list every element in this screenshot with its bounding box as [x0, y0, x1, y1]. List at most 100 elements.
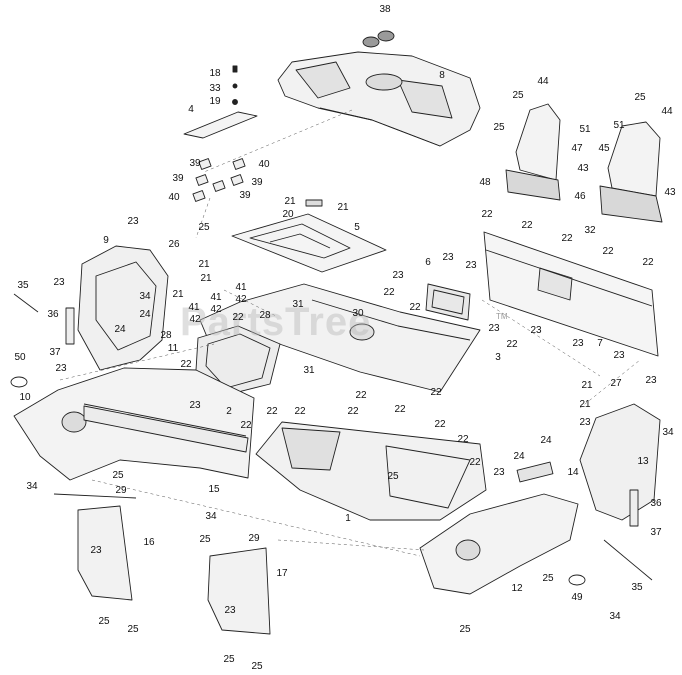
callout-23: 23: [127, 216, 139, 227]
watermark-trademark: TM: [496, 312, 508, 321]
console-panel: [231, 199, 387, 273]
callout-25: 25: [199, 534, 211, 545]
callout-22: 22: [232, 312, 244, 323]
callout-43: 43: [664, 187, 676, 198]
storage-tray: [195, 325, 281, 397]
callout-38: 38: [379, 4, 391, 15]
callout-22: 22: [481, 209, 493, 220]
seat-back-left: [505, 103, 561, 201]
callout-14: 14: [567, 467, 579, 478]
reflector-right: [629, 489, 639, 527]
callout-25: 25: [223, 654, 235, 665]
callout-22: 22: [430, 387, 442, 398]
callout-25: 25: [459, 624, 471, 635]
callout-22: 22: [394, 404, 406, 415]
floor-tunnel: [199, 283, 481, 393]
callout-43: 43: [577, 163, 589, 174]
step-plate: [516, 461, 554, 483]
callout-35: 35: [631, 582, 643, 593]
callout-25: 25: [493, 122, 505, 133]
reflector-left: [65, 307, 75, 345]
callout-23: 23: [488, 323, 500, 334]
watermark: PartsTree: [180, 300, 372, 344]
callout-34: 34: [139, 291, 151, 302]
callout-45: 45: [598, 143, 610, 154]
callout-49: 49: [571, 592, 583, 603]
callout-41: 41: [235, 282, 247, 293]
callout-28: 28: [160, 330, 172, 341]
callout-23: 23: [493, 467, 505, 478]
callout-22: 22: [521, 220, 533, 231]
callout-21: 21: [172, 289, 184, 300]
callout-25: 25: [98, 616, 110, 627]
callout-2: 2: [226, 406, 232, 417]
callout-23: 23: [392, 270, 404, 281]
callout-32: 32: [584, 225, 596, 236]
callout-22: 22: [347, 406, 359, 417]
callout-24: 24: [139, 309, 151, 320]
callout-22: 22: [561, 233, 573, 244]
side-rail: [83, 405, 249, 453]
callout-48: 48: [479, 177, 491, 188]
callout-29: 29: [248, 533, 260, 544]
callout-31: 31: [292, 299, 304, 310]
callout-25: 25: [512, 90, 524, 101]
callout-40: 40: [258, 159, 270, 170]
callout-25: 25: [387, 471, 399, 482]
callout-8: 8: [439, 70, 445, 81]
callout-22: 22: [383, 287, 395, 298]
callout-24: 24: [513, 451, 525, 462]
callout-24: 24: [114, 324, 126, 335]
callout-12: 12: [511, 583, 523, 594]
clip-right: [568, 574, 586, 586]
callout-17: 17: [276, 568, 288, 579]
callout-44: 44: [661, 106, 673, 117]
callout-21: 21: [198, 259, 210, 270]
callout-20: 20: [282, 209, 294, 220]
callout-22: 22: [355, 390, 367, 401]
callout-37: 37: [650, 527, 662, 538]
callout-36: 36: [47, 309, 59, 320]
callout-26: 26: [168, 239, 180, 250]
callout-35: 35: [17, 280, 29, 291]
callout-39: 39: [251, 177, 263, 188]
rear-bulkhead: [483, 231, 659, 357]
callout-19: 19: [209, 96, 221, 107]
callout-30: 30: [352, 308, 364, 319]
callout-27: 27: [610, 378, 622, 389]
callout-21: 21: [581, 380, 593, 391]
vent-panel: [425, 283, 471, 321]
callout-23: 23: [189, 400, 201, 411]
callout-23: 23: [53, 277, 65, 288]
callout-44: 44: [537, 76, 549, 87]
callout-39: 39: [189, 158, 201, 169]
callout-41: 41: [188, 302, 200, 313]
callout-23: 23: [224, 605, 236, 616]
callout-34: 34: [26, 481, 38, 492]
plate-fasteners: [232, 65, 238, 105]
callout-22: 22: [409, 302, 421, 313]
callout-22: 22: [266, 406, 278, 417]
callout-23: 23: [465, 260, 477, 271]
callout-9: 9: [103, 235, 109, 246]
callout-42: 42: [189, 314, 201, 325]
callout-51: 51: [613, 120, 625, 131]
callout-37: 37: [49, 347, 61, 358]
callout-25: 25: [198, 222, 210, 233]
callout-42: 42: [235, 294, 247, 305]
callout-34: 34: [609, 611, 621, 622]
callout-23: 23: [55, 363, 67, 374]
callout-23: 23: [613, 350, 625, 361]
callout-29: 29: [115, 485, 127, 496]
callout-23: 23: [90, 545, 102, 556]
callout-6: 6: [425, 257, 431, 268]
callout-22: 22: [240, 420, 252, 431]
bracket-left: [77, 505, 133, 601]
callout-22: 22: [434, 419, 446, 430]
callout-16: 16: [143, 537, 155, 548]
callout-5: 5: [354, 222, 360, 233]
callout-13: 13: [637, 456, 649, 467]
callout-23: 23: [530, 325, 542, 336]
